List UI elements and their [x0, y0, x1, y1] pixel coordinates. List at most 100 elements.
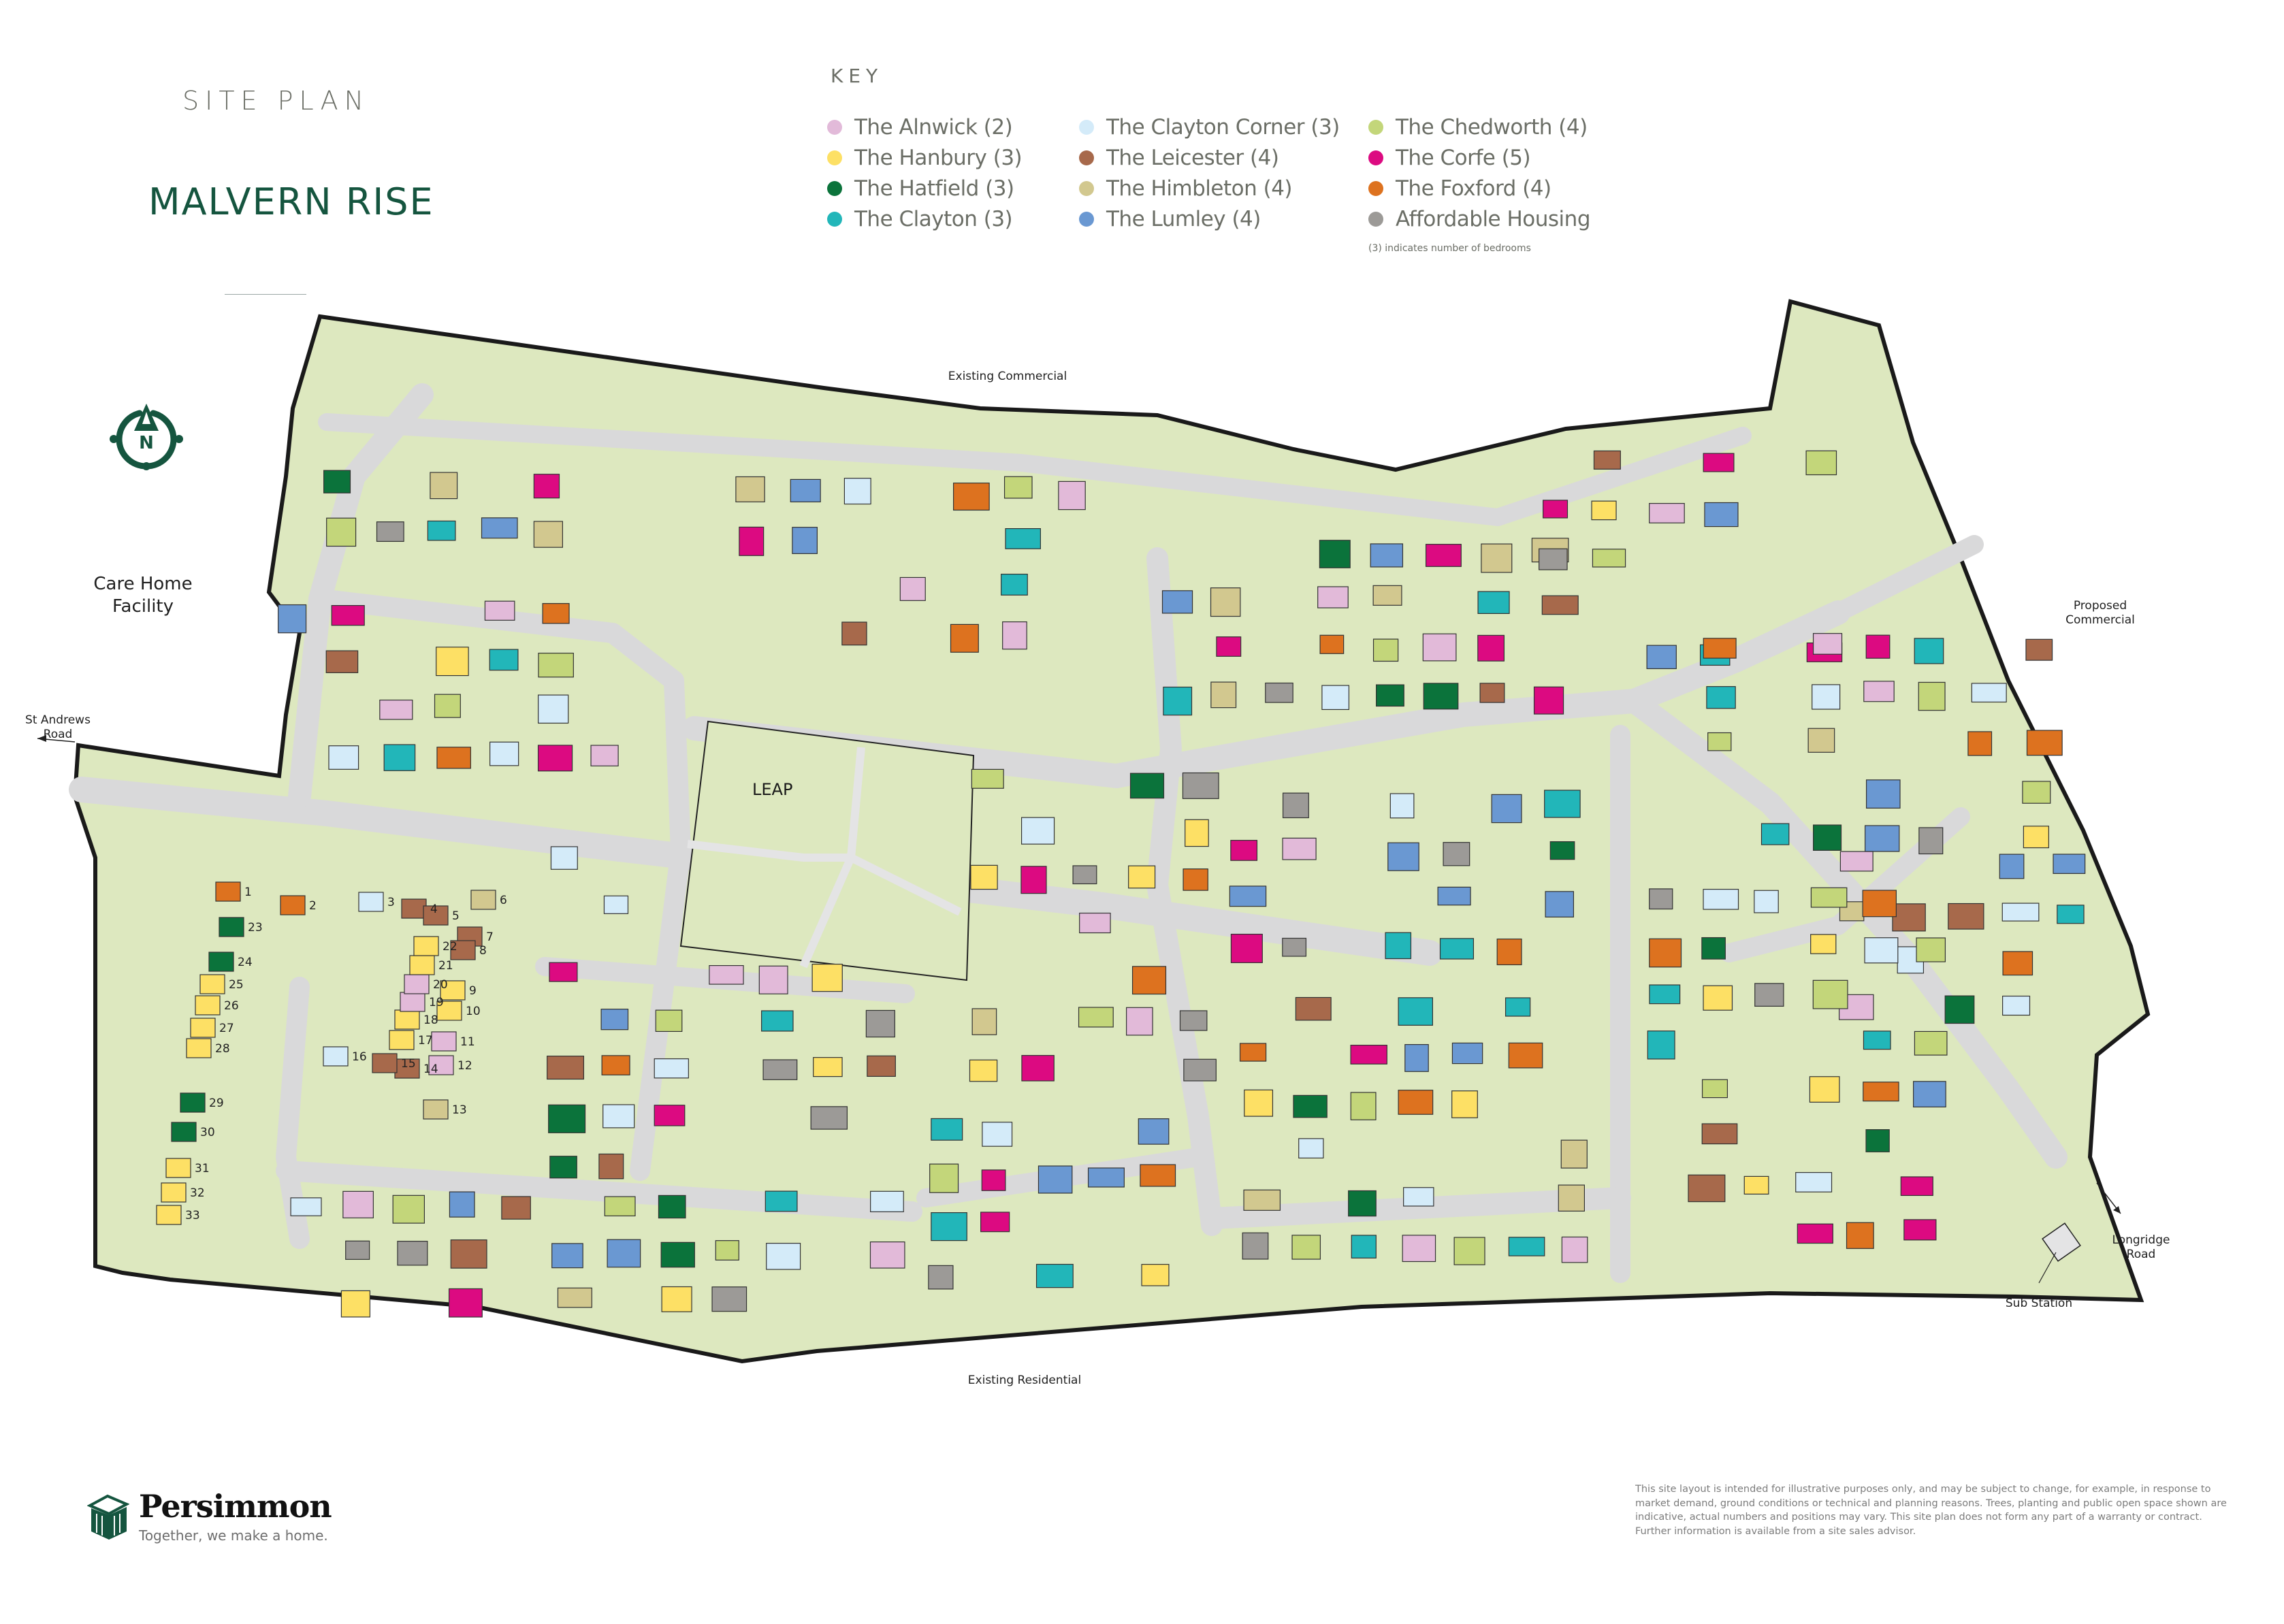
- house-plot[interactable]: [1508, 1237, 1545, 1256]
- house-plot[interactable]: [1703, 985, 1733, 1011]
- house-plot[interactable]: [929, 1163, 959, 1193]
- house-plot[interactable]: [1403, 1187, 1434, 1207]
- house-plot[interactable]: [931, 1118, 963, 1141]
- house-plot[interactable]: [950, 623, 979, 653]
- house-plot[interactable]: [1140, 1164, 1176, 1187]
- house-plot[interactable]: [1805, 450, 1837, 476]
- house-plot[interactable]: [1230, 933, 1263, 963]
- house-plot[interactable]: [331, 604, 365, 626]
- house-plot[interactable]: [1862, 890, 1897, 917]
- house-plot[interactable]: [379, 699, 413, 720]
- house-plot[interactable]: [1183, 868, 1208, 891]
- house-plot[interactable]: [1350, 1045, 1387, 1065]
- house-plot[interactable]: [1505, 997, 1531, 1017]
- house-plot[interactable]: [1701, 937, 1726, 960]
- house-plot[interactable]: [865, 1009, 895, 1038]
- house-plot[interactable]: [1592, 549, 1626, 568]
- house-plot[interactable]: [1291, 1235, 1321, 1260]
- house-plot[interactable]: [1545, 891, 1575, 917]
- house-plot[interactable]: [537, 745, 573, 772]
- house-plot[interactable]: [2022, 781, 2051, 804]
- house-plot[interactable]: [431, 1031, 457, 1052]
- house-plot[interactable]: [1295, 996, 1332, 1021]
- house-plot[interactable]: [1754, 983, 1784, 1007]
- house-plot[interactable]: [1348, 1190, 1377, 1217]
- house-plot[interactable]: [1185, 819, 1209, 847]
- house-plot[interactable]: [843, 478, 871, 505]
- house-plot[interactable]: [1704, 502, 1739, 527]
- house-plot[interactable]: [598, 1153, 624, 1180]
- house-plot[interactable]: [1398, 997, 1433, 1026]
- house-plot[interactable]: [547, 1056, 585, 1080]
- house-plot[interactable]: [427, 520, 456, 541]
- house-plot[interactable]: [1865, 634, 1891, 659]
- house-plot[interactable]: [1005, 528, 1041, 549]
- house-plot[interactable]: [1138, 1118, 1170, 1145]
- house-plot[interactable]: [735, 476, 765, 502]
- house-plot[interactable]: [436, 647, 469, 677]
- house-plot[interactable]: [1688, 1174, 1726, 1203]
- house-plot[interactable]: [450, 1239, 487, 1269]
- house-plot[interactable]: [1864, 937, 1899, 964]
- house-plot[interactable]: [1809, 1076, 1840, 1103]
- house-plot[interactable]: [1163, 686, 1193, 716]
- house-plot[interactable]: [219, 917, 244, 937]
- house-plot[interactable]: [790, 478, 821, 503]
- house-plot[interactable]: [1141, 1264, 1170, 1286]
- house-plot[interactable]: [1443, 842, 1470, 866]
- house-plot[interactable]: [1216, 636, 1242, 657]
- house-plot[interactable]: [1649, 503, 1685, 523]
- house-plot[interactable]: [1649, 888, 1673, 910]
- house-plot[interactable]: [1863, 1082, 1899, 1102]
- house-plot[interactable]: [290, 1197, 322, 1216]
- house-plot[interactable]: [404, 974, 430, 994]
- house-plot[interactable]: [557, 1287, 592, 1308]
- house-plot[interactable]: [199, 974, 225, 994]
- house-plot[interactable]: [1398, 1090, 1434, 1115]
- house-plot[interactable]: [1402, 1235, 1436, 1263]
- house-plot[interactable]: [1903, 1219, 1937, 1241]
- house-plot[interactable]: [180, 1092, 206, 1113]
- house-plot[interactable]: [549, 962, 578, 982]
- house-plot[interactable]: [1810, 887, 1848, 908]
- house-plot[interactable]: [867, 1055, 896, 1077]
- house-plot[interactable]: [1182, 772, 1219, 799]
- house-plot[interactable]: [590, 745, 619, 766]
- house-plot[interactable]: [1743, 1175, 1769, 1195]
- house-plot[interactable]: [1812, 979, 1848, 1009]
- house-plot[interactable]: [156, 1205, 182, 1225]
- house-plot[interactable]: [401, 898, 427, 919]
- house-plot[interactable]: [1703, 888, 1739, 910]
- house-plot[interactable]: [982, 1122, 1013, 1147]
- house-plot[interactable]: [413, 936, 439, 956]
- house-plot[interactable]: [1350, 1092, 1377, 1120]
- house-plot[interactable]: [2023, 826, 2049, 849]
- house-plot[interactable]: [739, 526, 765, 556]
- house-plot[interactable]: [1561, 1236, 1588, 1263]
- house-plot[interactable]: [392, 1195, 425, 1224]
- house-plot[interactable]: [323, 1046, 349, 1067]
- house-plot[interactable]: [1126, 1007, 1153, 1036]
- house-plot[interactable]: [1812, 684, 1841, 710]
- house-plot[interactable]: [899, 576, 926, 601]
- house-plot[interactable]: [1035, 1263, 1074, 1288]
- house-plot[interactable]: [400, 992, 425, 1012]
- house-plot[interactable]: [1282, 792, 1309, 819]
- house-plot[interactable]: [533, 474, 560, 499]
- house-plot[interactable]: [501, 1196, 531, 1220]
- house-plot[interactable]: [372, 1053, 398, 1073]
- house-plot[interactable]: [484, 600, 515, 621]
- house-plot[interactable]: [1846, 1222, 1874, 1249]
- house-plot[interactable]: [1376, 684, 1404, 707]
- house-plot[interactable]: [434, 694, 461, 718]
- house-plot[interactable]: [1243, 1189, 1281, 1211]
- house-plot[interactable]: [1079, 912, 1111, 934]
- house-plot[interactable]: [1020, 817, 1055, 845]
- house-plot[interactable]: [869, 1241, 905, 1269]
- house-plot[interactable]: [1647, 1030, 1675, 1060]
- house-plot[interactable]: [2025, 638, 2053, 661]
- house-plot[interactable]: [1541, 595, 1579, 615]
- house-plot[interactable]: [1533, 686, 1564, 715]
- house-plot[interactable]: [715, 1240, 739, 1261]
